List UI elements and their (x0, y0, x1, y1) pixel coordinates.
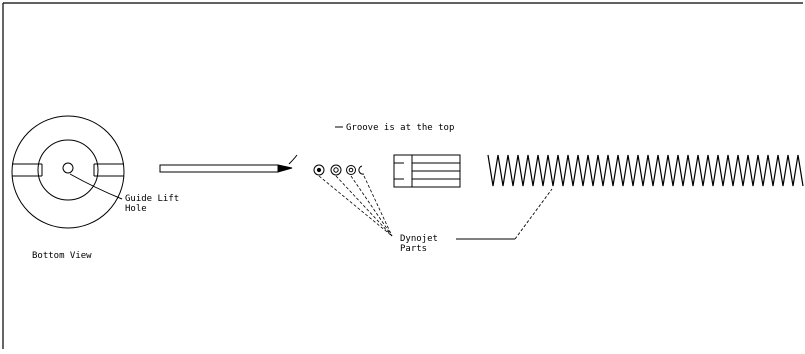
clip-washers (313, 164, 365, 176)
left-slot (12, 163, 43, 177)
dynojet-parts-label-1: Dynojet (400, 234, 438, 244)
guide-lift-hole-label-2: Hole (125, 204, 147, 214)
bottom-view-label: Bottom View (32, 251, 92, 261)
needle (159, 154, 298, 173)
e-clip (358, 165, 365, 175)
dynojet-parts-label-2: Parts (400, 244, 427, 254)
guide-lift-hole-label-1: Guide Lift (125, 194, 179, 204)
guide-lift-hole (62, 162, 74, 174)
frame (2, 2, 803, 349)
washer-2 (330, 164, 342, 176)
spring-seat (393, 154, 461, 188)
washer-1 (313, 164, 325, 176)
dynojet-leaders (318, 175, 393, 237)
groove-label: Groove is at the top (346, 123, 454, 133)
guide-hole-leader (69, 173, 123, 200)
right-slot (93, 163, 124, 177)
spring (487, 154, 804, 187)
outer-circle (11, 115, 125, 229)
washer-3 (346, 165, 356, 175)
spring-leader (456, 188, 553, 240)
bottom-view-figure (11, 115, 125, 229)
inner-circle (37, 139, 99, 201)
